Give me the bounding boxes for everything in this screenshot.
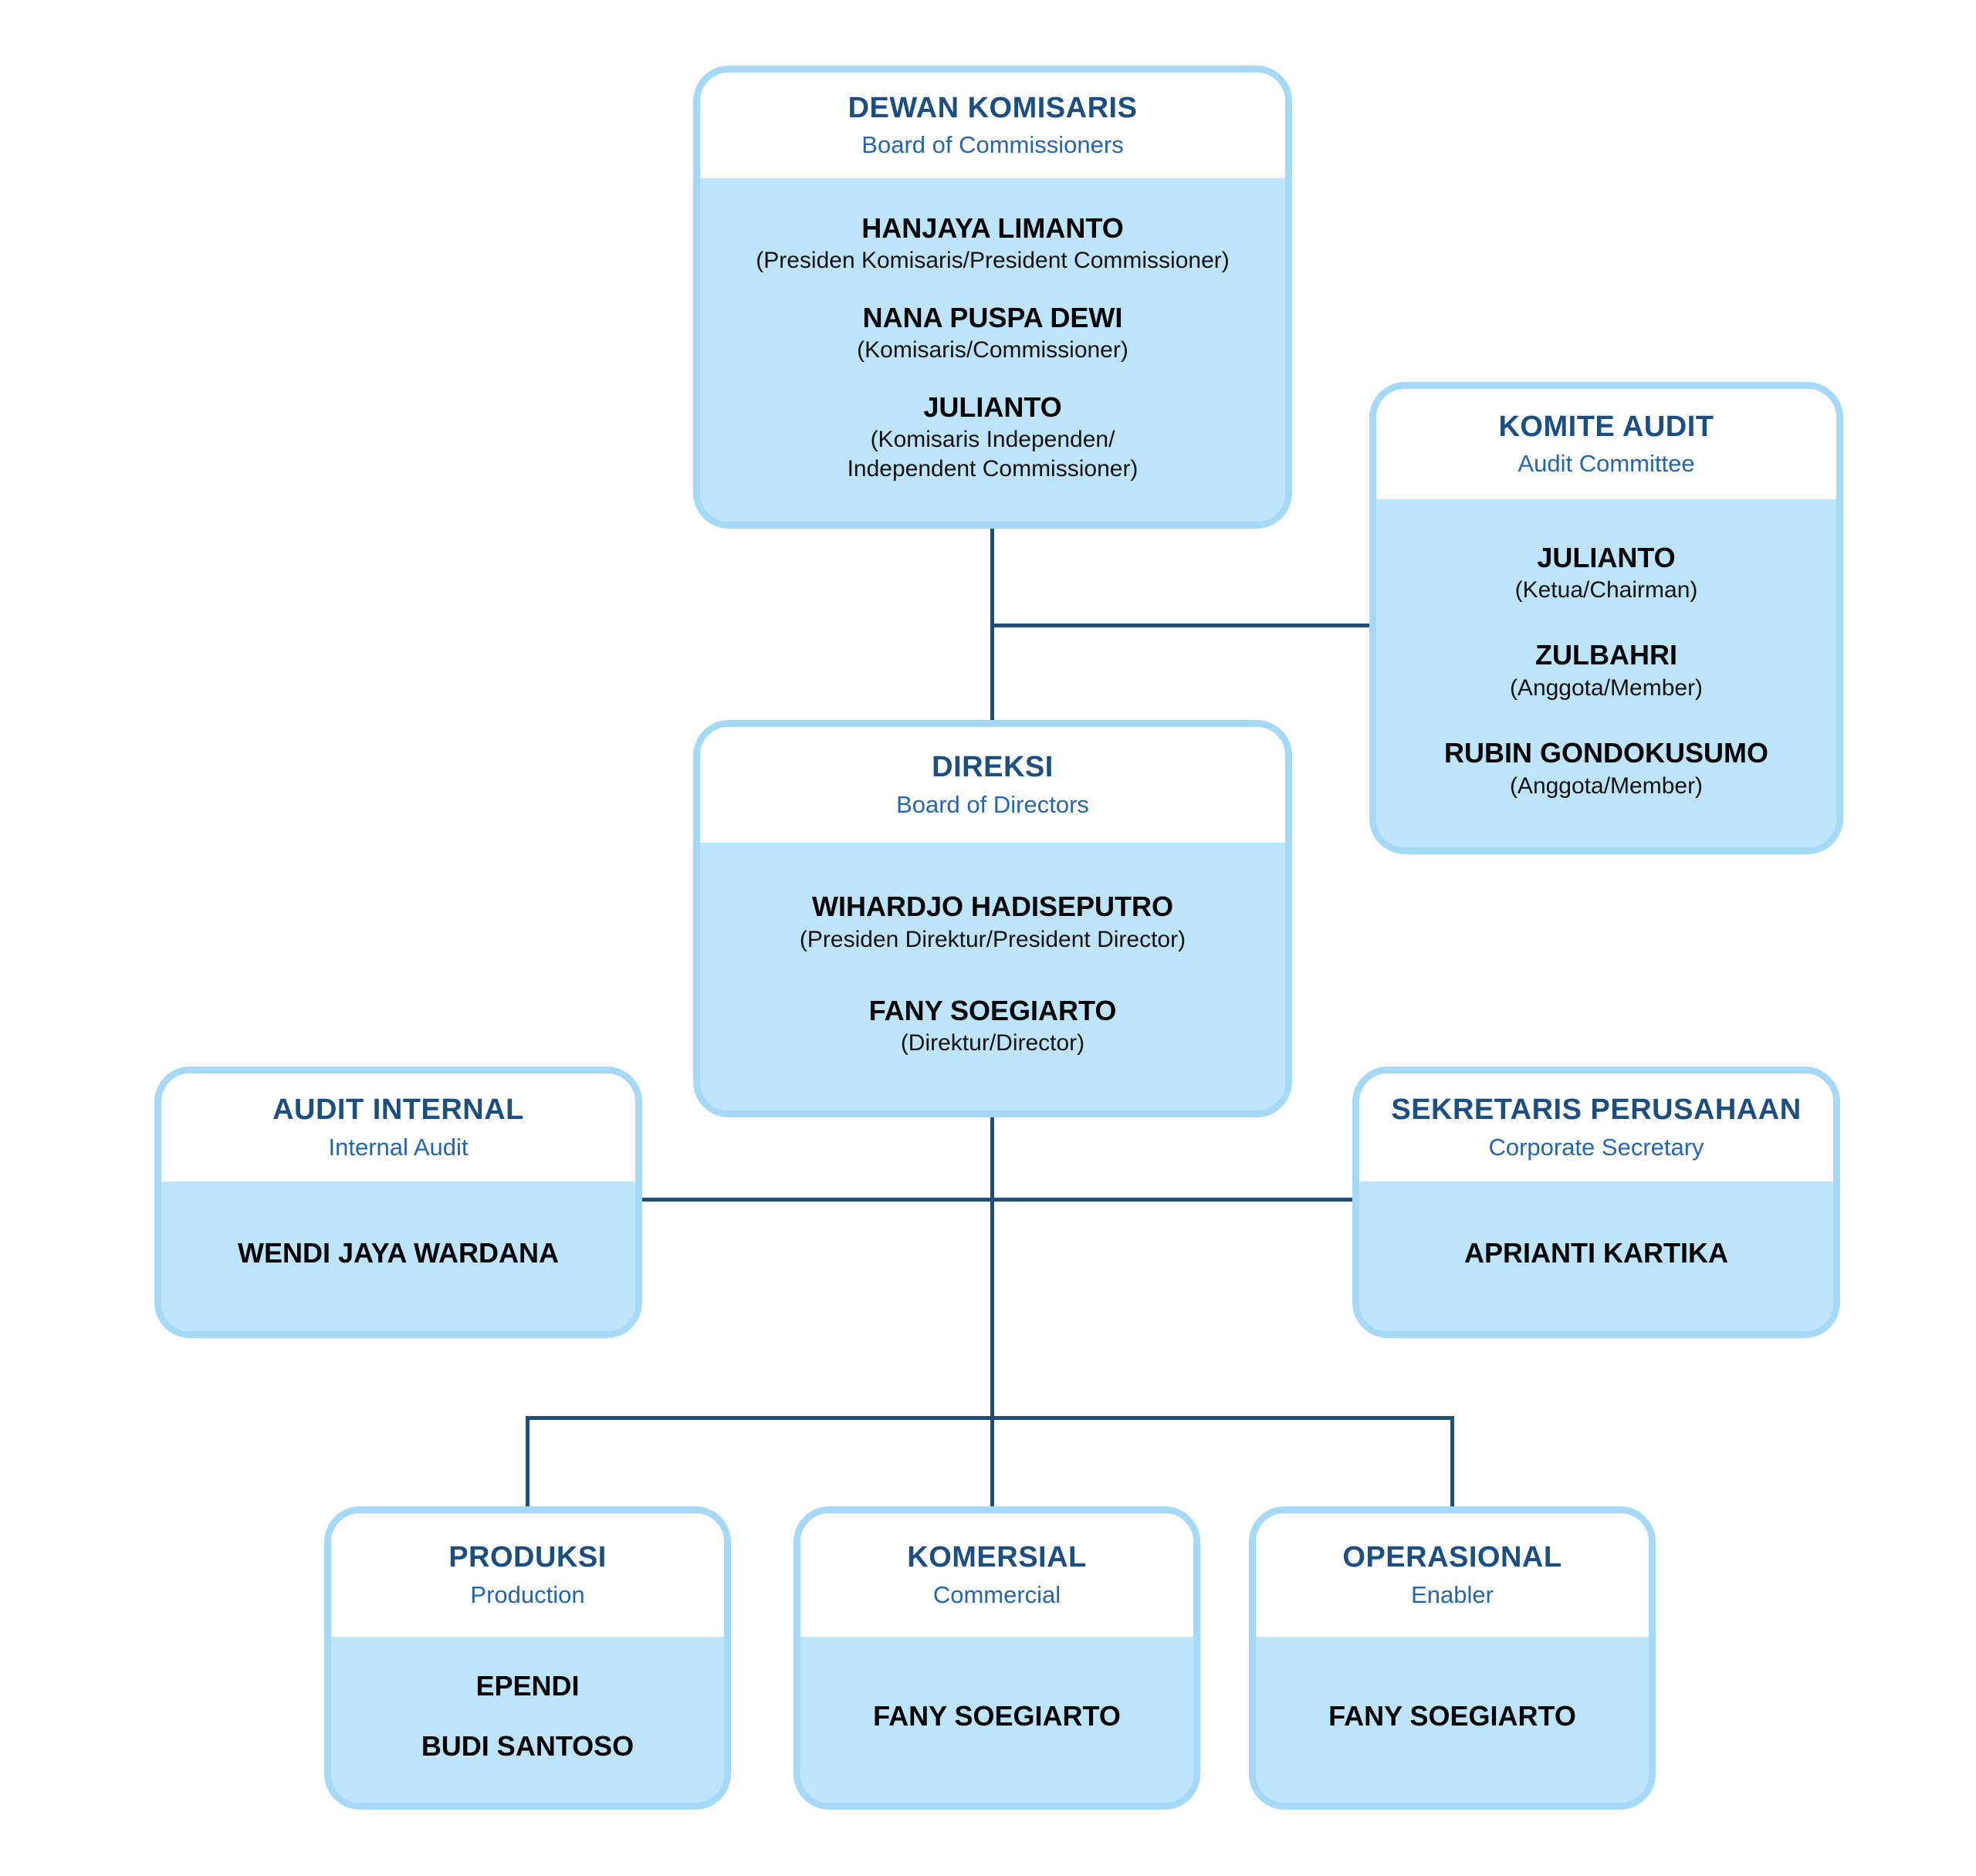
box-subtitle: Commercial	[932, 1580, 1061, 1608]
member-name: WENDI JAYA WARDANA	[237, 1236, 560, 1269]
member-name: APRIANTI KARTIKA	[1464, 1236, 1728, 1269]
member: BUDI SANTOSO	[421, 1729, 634, 1765]
box-body: WENDI JAYA WARDANA	[161, 1181, 635, 1331]
org-box-produksi: PRODUKSI Production EPENDI BUDI SANTOSO	[324, 1506, 731, 1810]
box-header: KOMITE AUDIT Audit Committee	[1376, 389, 1836, 499]
box-body: WIHARDJO HADISEPUTRO (Presiden Direktur/…	[700, 843, 1285, 1110]
member-role: (Anggota/Member)	[1509, 675, 1704, 701]
member: APRIANTI KARTIKA	[1464, 1235, 1728, 1272]
member-name: RUBIN GONDOKUSUMO	[1444, 737, 1768, 769]
box-body: APRIANTI KARTIKA	[1359, 1181, 1833, 1331]
box-body: FANY SOEGIARTO	[1256, 1637, 1649, 1803]
box-title: AUDIT INTERNAL	[272, 1093, 524, 1127]
box-subtitle: Production	[470, 1580, 585, 1608]
connector-komite-branch	[990, 624, 1372, 627]
box-title: SEKRETARIS PERUSAHAAN	[1391, 1093, 1802, 1127]
member-role: (Komisaris Independen/	[870, 427, 1115, 453]
member: NANA PUSPA DEWI (Komisaris/Commissioner)	[857, 300, 1128, 365]
member: ZULBAHRI (Anggota/Member)	[1510, 637, 1703, 702]
connector-bottom-bar	[526, 1416, 1454, 1420]
member-role: (Ketua/Chairman)	[1514, 577, 1698, 603]
member-name: FANY SOEGIARTO	[1328, 1700, 1576, 1732]
member-name: JULIANTO	[923, 390, 1062, 423]
member-name: FANY SOEGIARTO	[873, 1700, 1121, 1732]
box-subtitle: Corporate Secretary	[1488, 1133, 1704, 1161]
member: EPENDI	[475, 1668, 579, 1705]
org-box-sekretaris-perusahaan: SEKRETARIS PERUSAHAAN Corporate Secretar…	[1352, 1066, 1840, 1338]
box-header: DIREKSI Board of Directors	[700, 727, 1285, 843]
box-subtitle: Enabler	[1411, 1580, 1494, 1608]
box-body: JULIANTO (Ketua/Chairman) ZULBAHRI (Angg…	[1376, 499, 1836, 847]
connector-drop-produksi	[526, 1416, 530, 1508]
box-subtitle: Internal Audit	[328, 1133, 469, 1161]
box-header: SEKRETARIS PERUSAHAAN Corporate Secretar…	[1359, 1073, 1833, 1181]
member-role: (Direktur/Director)	[900, 1030, 1085, 1056]
box-title: OPERASIONAL	[1342, 1541, 1562, 1574]
member-name: HANJAYA LIMANTO	[861, 211, 1124, 244]
member: JULIANTO (Ketua/Chairman)	[1515, 540, 1698, 605]
box-header: DEWAN KOMISARIS Board of Commissioners	[700, 73, 1285, 178]
member-name: JULIANTO	[1537, 541, 1676, 573]
box-body: FANY SOEGIARTO	[800, 1637, 1193, 1803]
connector-drop-operasional	[1450, 1416, 1454, 1508]
box-header: PRODUKSI Production	[331, 1513, 724, 1637]
member: WIHARDJO HADISEPUTRO (Presiden Direktur/…	[800, 889, 1186, 954]
org-box-direksi: DIREKSI Board of Directors WIHARDJO HADI…	[693, 720, 1292, 1117]
member-name: WIHARDJO HADISEPUTRO	[811, 891, 1174, 923]
box-title: KOMITE AUDIT	[1498, 410, 1714, 443]
connector-direksi-children	[990, 1116, 994, 1508]
member: FANY SOEGIARTO	[1328, 1699, 1576, 1735]
box-subtitle: Board of Commissioners	[861, 131, 1124, 159]
member-name: FANY SOEGIARTO	[868, 994, 1117, 1026]
org-box-dewan-komisaris: DEWAN KOMISARIS Board of Commissioners H…	[693, 66, 1292, 529]
member: HANJAYA LIMANTO (Presiden Komisaris/Pres…	[756, 211, 1230, 275]
box-header: OPERASIONAL Enabler	[1256, 1513, 1649, 1637]
box-subtitle: Board of Directors	[896, 790, 1089, 818]
box-title: KOMERSIAL	[907, 1541, 1087, 1574]
box-title: PRODUKSI	[448, 1541, 607, 1574]
member-name: ZULBAHRI	[1535, 639, 1677, 671]
box-body: EPENDI BUDI SANTOSO	[331, 1637, 724, 1803]
member: FANY SOEGIARTO	[873, 1699, 1121, 1735]
box-title: DEWAN KOMISARIS	[848, 91, 1138, 124]
member-name: NANA PUSPA DEWI	[862, 301, 1123, 333]
member: FANY SOEGIARTO (Direktur/Director)	[869, 993, 1117, 1058]
member-role: (Komisaris/Commissioner)	[857, 337, 1128, 363]
member-role: (Anggota/Member)	[1509, 772, 1704, 799]
member: WENDI JAYA WARDANA	[238, 1235, 559, 1272]
box-header: AUDIT INTERNAL Internal Audit	[161, 1073, 635, 1181]
box-body: HANJAYA LIMANTO (Presiden Komisaris/Pres…	[700, 178, 1285, 522]
member-role: (Presiden Direktur/President Director)	[799, 926, 1186, 952]
org-box-audit-internal: AUDIT INTERNAL Internal Audit WENDI JAYA…	[154, 1066, 642, 1338]
member-role-line2: Independent Commissioner)	[847, 455, 1139, 482]
member: JULIANTO (Komisaris Independen/ Independ…	[848, 390, 1139, 484]
org-box-komersial: KOMERSIAL Commercial FANY SOEGIARTO	[793, 1506, 1200, 1810]
member: RUBIN GONDOKUSUMO (Anggota/Member)	[1444, 735, 1768, 800]
box-subtitle: Audit Committee	[1518, 450, 1695, 478]
member-name: BUDI SANTOSO	[421, 1730, 634, 1763]
org-box-operasional: OPERASIONAL Enabler FANY SOEGIARTO	[1249, 1506, 1656, 1810]
member-role: (Presiden Komisaris/President Commission…	[756, 248, 1230, 274]
box-title: DIREKSI	[932, 751, 1054, 784]
org-box-komite-audit: KOMITE AUDIT Audit Committee JULIANTO (K…	[1369, 382, 1843, 854]
member-name: EPENDI	[475, 1670, 580, 1702]
box-header: KOMERSIAL Commercial	[800, 1513, 1193, 1637]
connector-side-bar	[639, 1198, 1355, 1202]
